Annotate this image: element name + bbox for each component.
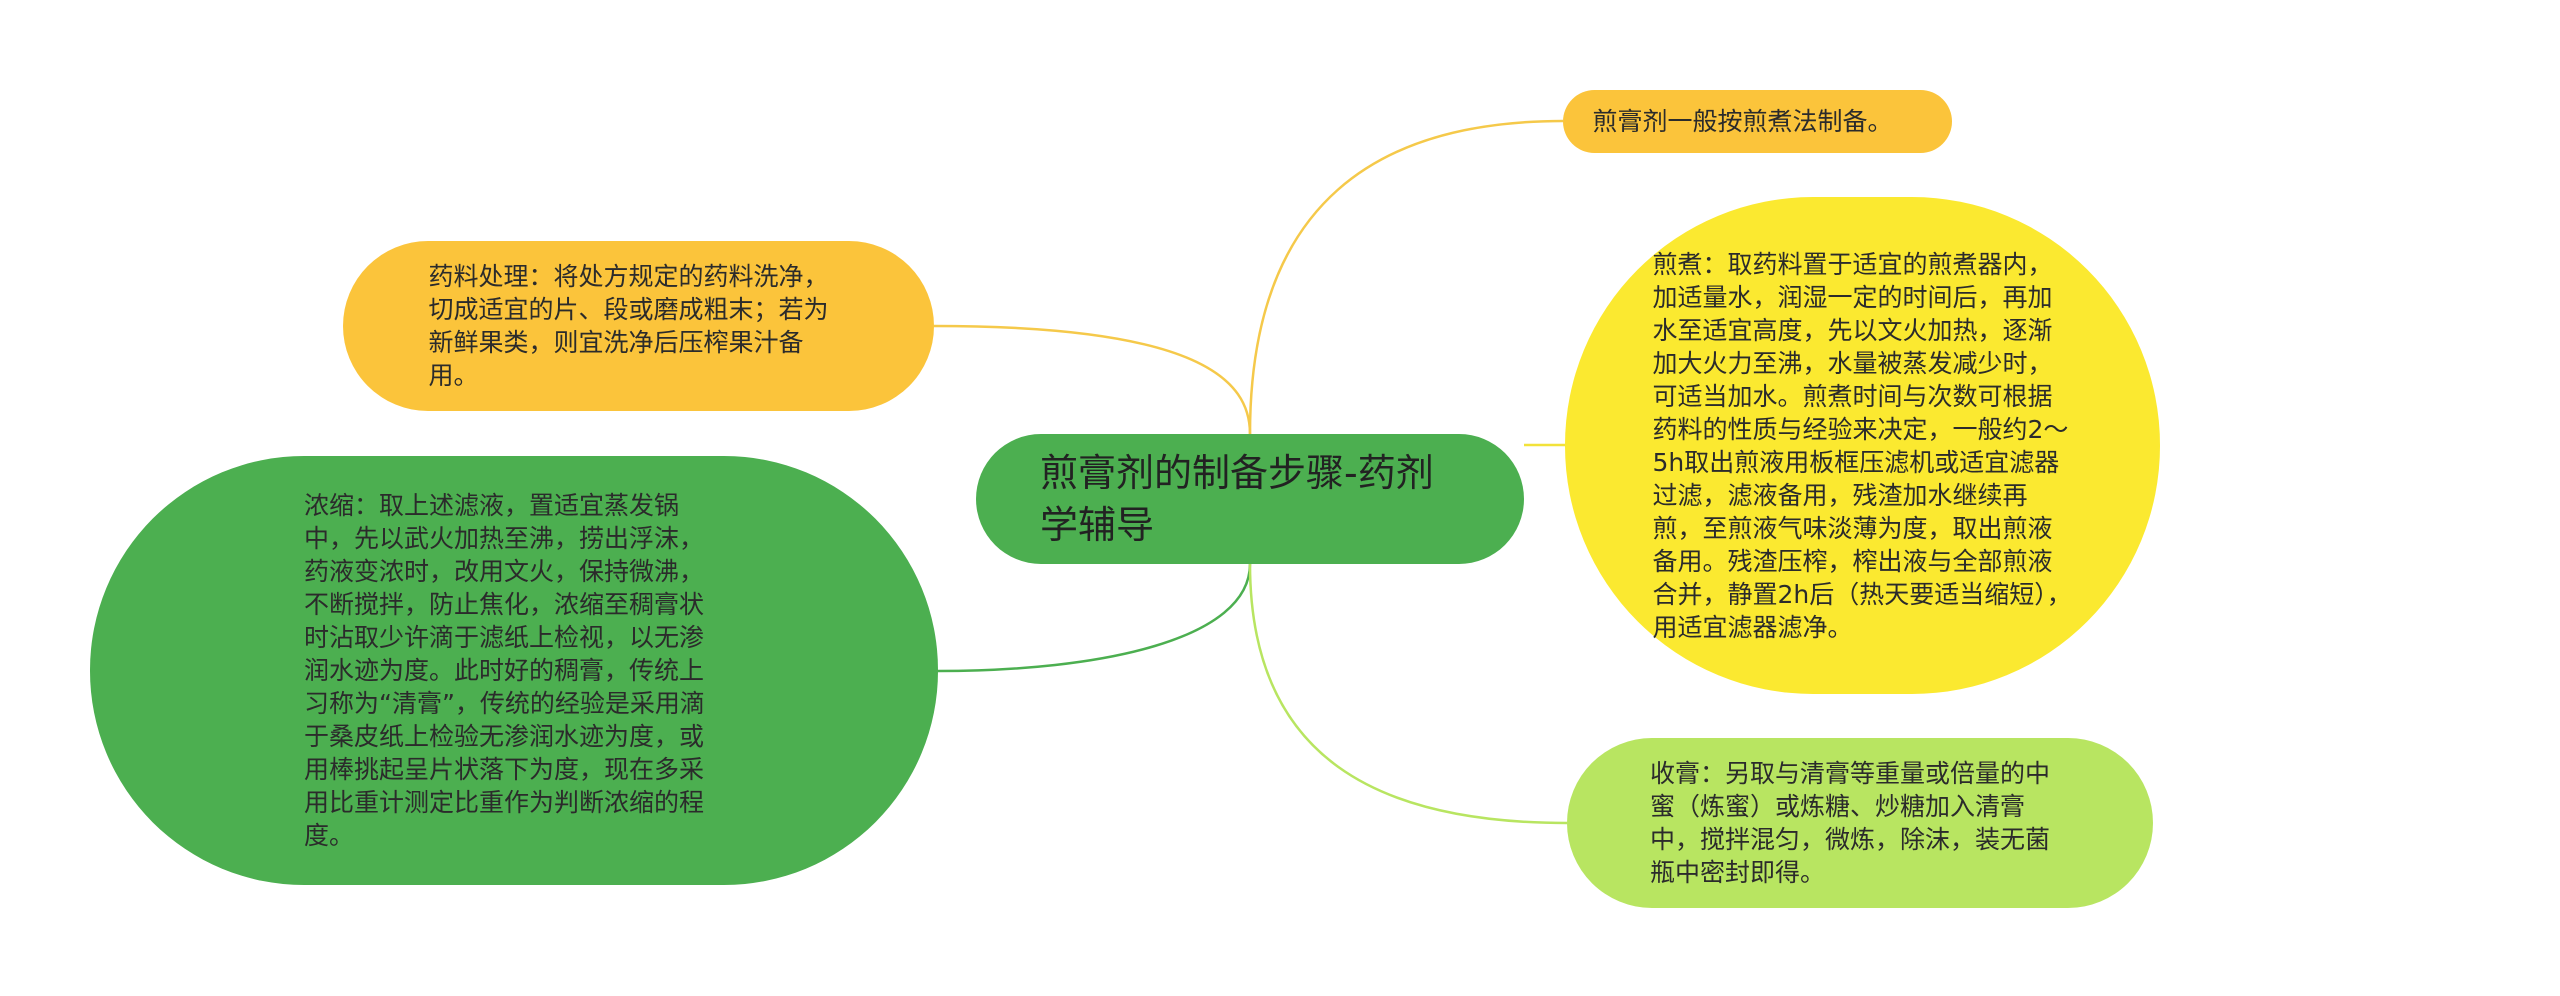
topic-text-concentration: 浓缩：取上述滤液，置适宜蒸发锅中，先以武火加热至沸，捞出浮沫，药液变浓时，改用文…	[304, 491, 705, 850]
topic-text-general: 煎膏剂一般按煎煮法制备。	[1592, 107, 1893, 136]
central-topic-node[interactable]: 煎膏剂的制备步骤-药剂学辅导	[976, 434, 1524, 564]
topic-node-preparation[interactable]: 药料处理：将处方规定的药料洗净，切成适宜的片、段或磨成粗末；若为新鲜果类，则宜洗…	[343, 241, 934, 411]
connector-general	[1248, 119, 1564, 435]
topic-text-preparation: 药料处理：将处方规定的药料洗净，切成适宜的片、段或磨成粗末；若为新鲜果类，则宜洗…	[428, 262, 829, 390]
central-topic-label: 煎膏剂的制备步骤-药剂学辅导	[1040, 451, 1434, 547]
topic-text-collection: 收膏：另取与清膏等重量或倍量的中蜜（炼蜜）或炼糖、炒糖加入清膏中，搅拌混匀，微炼…	[1650, 759, 2051, 887]
connector-preparation	[933, 324, 1252, 435]
topic-node-concentration[interactable]: 浓缩：取上述滤液，置适宜蒸发锅中，先以武火加热至沸，捞出浮沫，药液变浓时，改用文…	[90, 456, 938, 885]
topic-node-collection[interactable]: 收膏：另取与清膏等重量或倍量的中蜜（炼蜜）或炼糖、炒糖加入清膏中，搅拌混匀，微炼…	[1567, 738, 2153, 908]
connector-collection	[1248, 563, 1568, 825]
topic-node-decoction[interactable]: 煎煮：取药料置于适宜的煎煮器内，加适量水，润湿一定的时间后，再加水至适宜高度，先…	[1565, 197, 2160, 694]
topic-text-decoction: 煎煮：取药料置于适宜的煎煮器内，加适量水，润湿一定的时间后，再加水至适宜高度，先…	[1652, 249, 2072, 642]
topic-node-general[interactable]: 煎膏剂一般按煎煮法制备。	[1563, 90, 1952, 153]
connector-concentration	[937, 563, 1252, 673]
